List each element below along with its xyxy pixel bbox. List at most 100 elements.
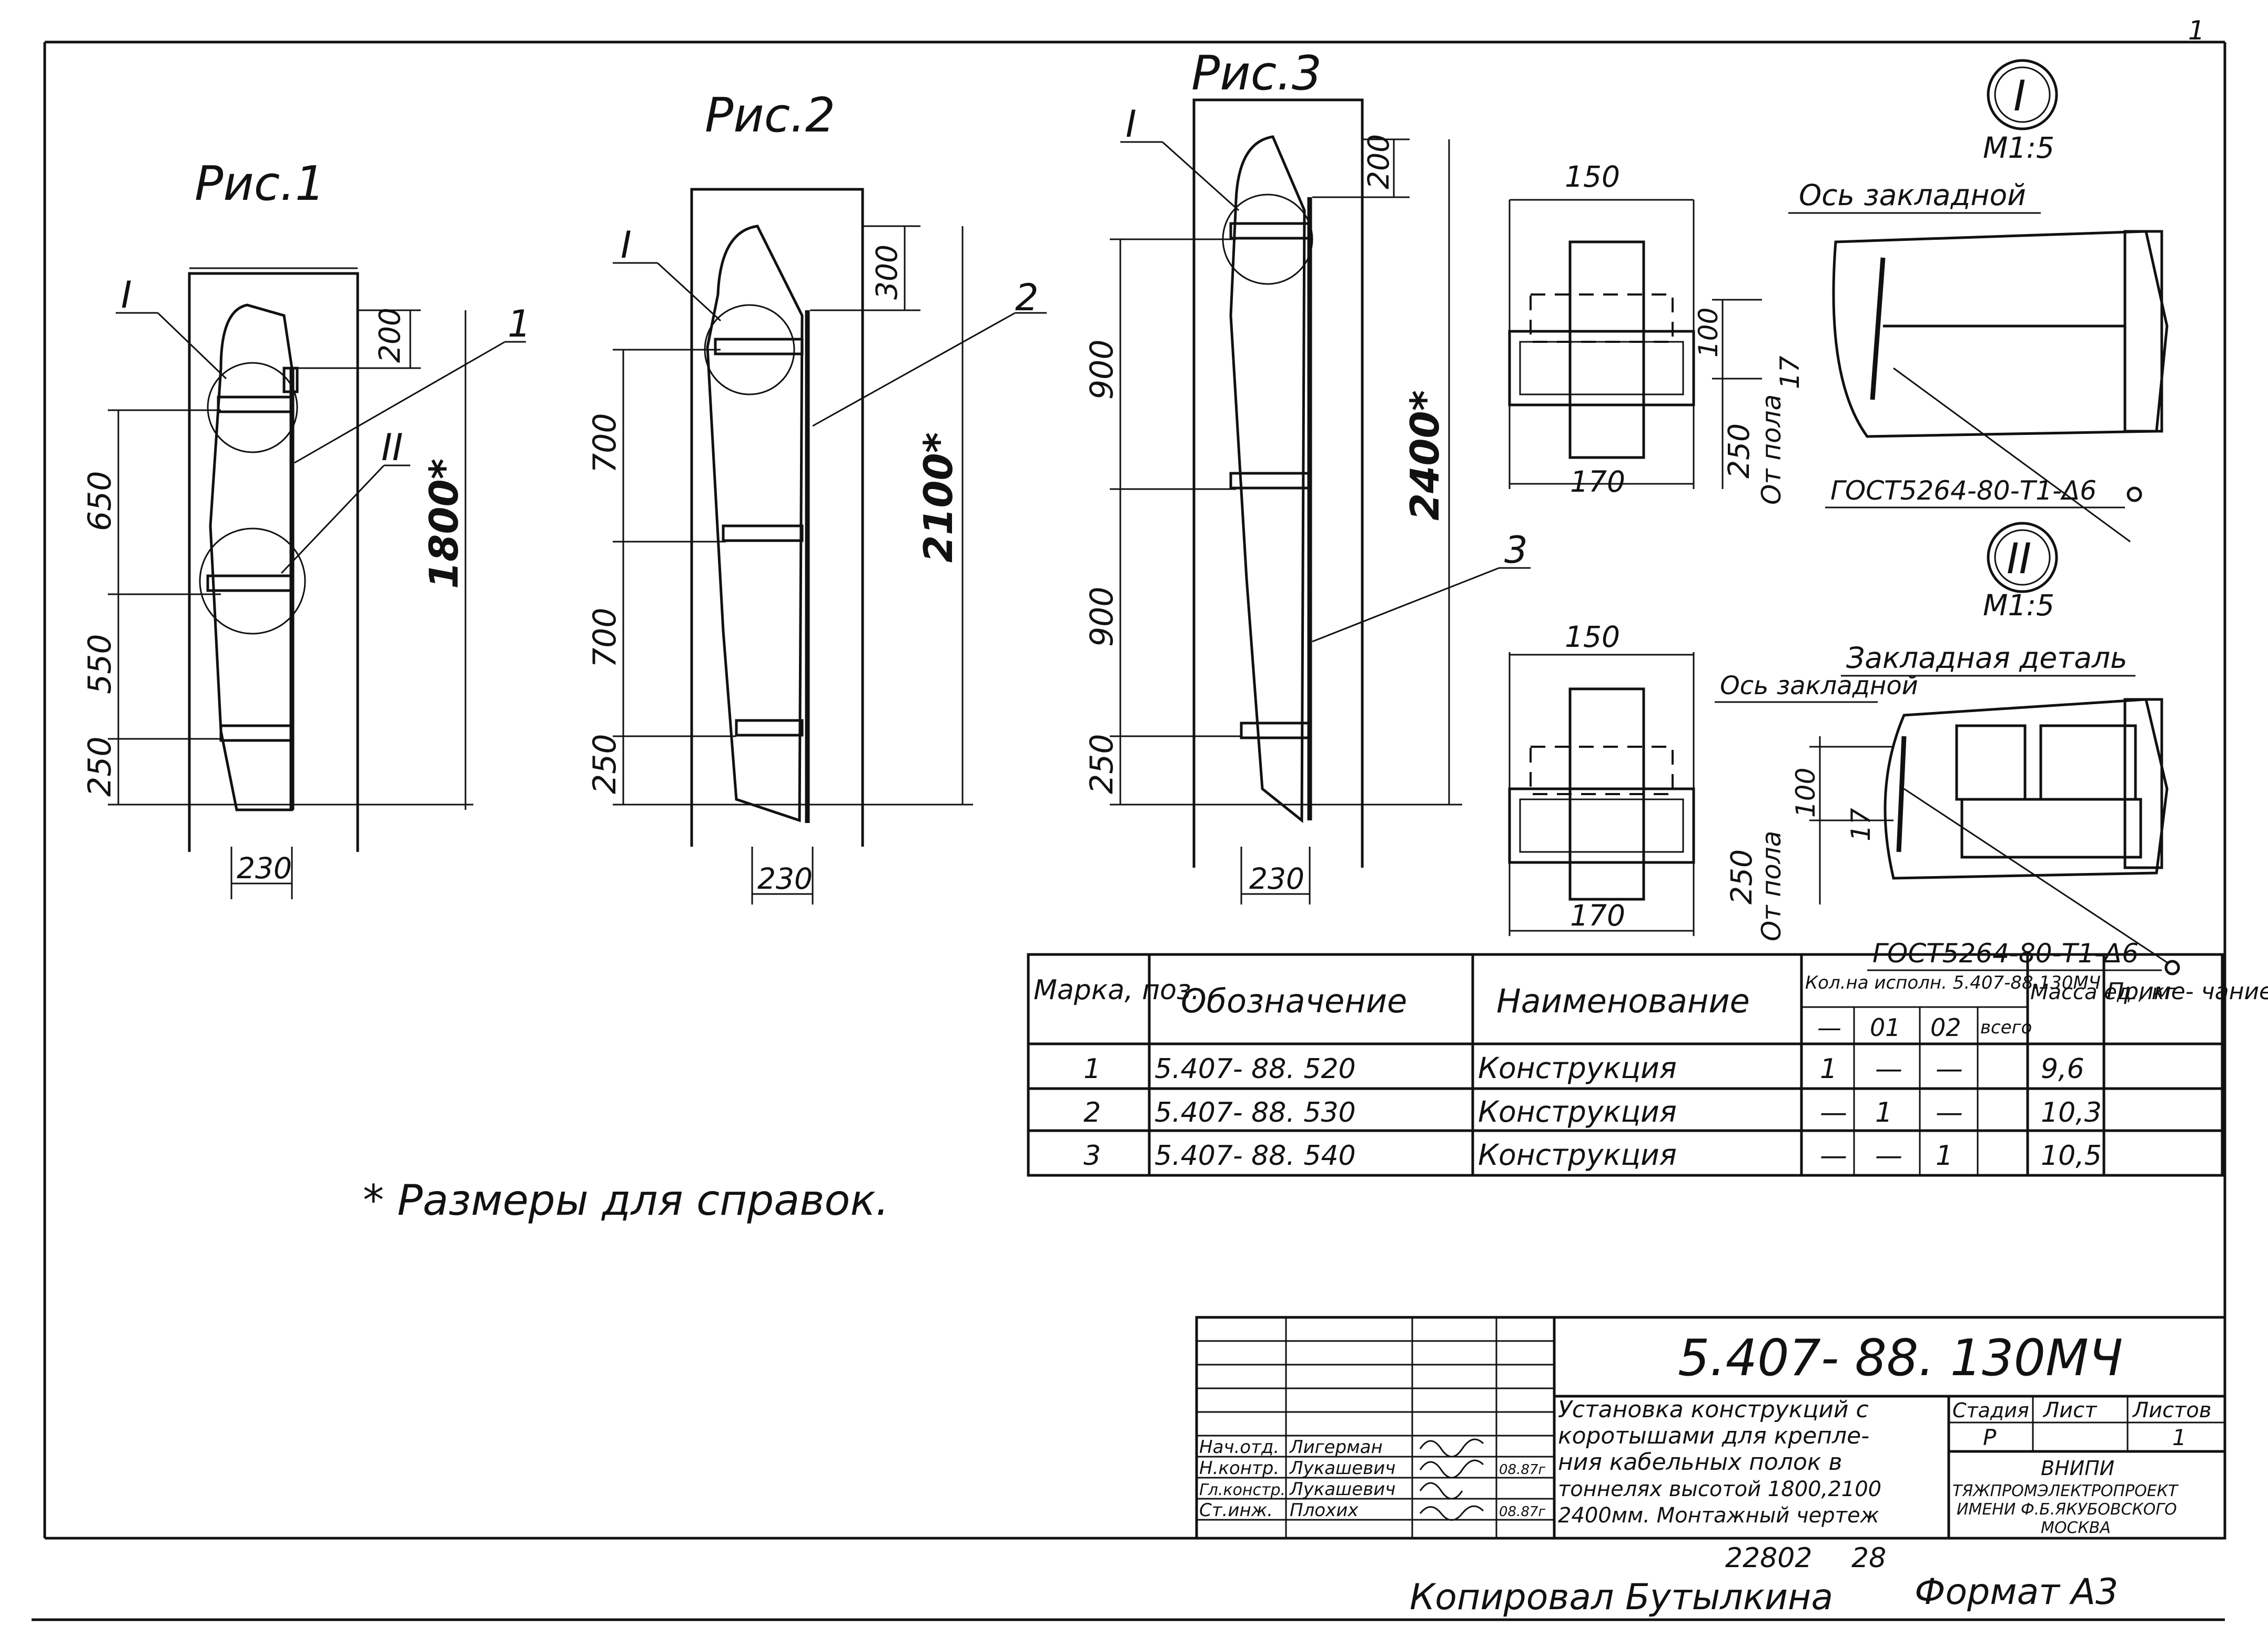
spec-header-qty: Кол.на исполн. 5.407-88.130МЧ <box>1805 972 2101 993</box>
detail-I-dim-100: 100 <box>1693 308 1724 358</box>
signer-row-3: Гл.констр. Лукашевич <box>1199 1479 1395 1500</box>
fig2-dim-250: 250 <box>586 734 623 794</box>
signer-name: Лигерман <box>1289 1437 1383 1458</box>
fig1-dim-230: 230 <box>237 851 292 885</box>
fig2-height-dim: 2100* <box>915 432 961 563</box>
fig3-dim-200: 200 <box>1362 134 1395 189</box>
title-desc-line4: тоннелях высотой 1800,2100 <box>1558 1477 1881 1501</box>
detail-II-dim-100: 100 <box>1790 768 1821 818</box>
spec-row-q1: — <box>1875 1053 1902 1085</box>
detail-I-mark: I <box>2013 72 2026 120</box>
fig3-height-dim: 2400* <box>1402 390 1448 521</box>
signer-name: Лукашевич <box>1289 1479 1395 1500</box>
fig3-callout-I: I <box>1126 103 1137 146</box>
spec-row-mass: 10,3 <box>2041 1097 2102 1129</box>
spec-row-mark: 2 <box>1084 1097 1101 1129</box>
title-block: 5.407- 88. 130МЧ Установка конструкций с… <box>1195 1316 2226 1540</box>
signer-row-2: Н.контр. Лукашевич 08.87г <box>1199 1458 1545 1479</box>
spec-header-qty-col3: всего <box>1980 1017 2032 1038</box>
spec-row-3: 3 5.407- 88. 540 Конструкция — — 1 10,5 <box>1084 1138 2102 1172</box>
spec-row-mark: 3 <box>1084 1140 1101 1172</box>
fig2-dim-300: 300 <box>870 245 904 300</box>
detail-I-axis-label: Ось закладной <box>1799 178 2026 212</box>
detail-II-floor-dim: 250 <box>1725 849 1758 905</box>
spec-header-qty-col0: — <box>1817 1013 1841 1042</box>
detail-I-dim-170: 170 <box>1570 465 1625 499</box>
spec-row-designation: 5.407- 88. 520 <box>1155 1053 1356 1085</box>
spec-header-designation: Обозначение <box>1181 982 1407 1020</box>
fig1-height-dim: 1800* <box>421 459 467 589</box>
footnote: * Размеры для справок. <box>363 1176 889 1225</box>
spec-table: Марка, поз. Обозначение Наименование Кол… <box>1027 953 2268 1177</box>
inv-number-2: 28 <box>1851 1542 1886 1574</box>
doc-code: 5.407- 88. 130МЧ <box>1678 1329 2123 1387</box>
detail-II-mark: II <box>2007 534 2031 583</box>
title-desc-line3: ния кабельных полок в <box>1558 1449 1842 1476</box>
spec-header-note: Приме- чание <box>2107 978 2268 1005</box>
org-line1: ВНИПИ <box>2041 1457 2114 1480</box>
title-desc-line5: 2400мм. Монтажный чертеж <box>1558 1503 1879 1528</box>
fig2-dim-700b: 700 <box>586 607 623 668</box>
spec-row-q0: 1 <box>1820 1053 1837 1085</box>
signature-scribble <box>1419 1438 1484 1458</box>
detail-I-dim-17: 17 <box>1775 355 1805 389</box>
signature-scribble <box>1419 1482 1463 1500</box>
detail-I: I М1:5 150 170 100 17 250 От пола Ось за… <box>1508 59 2169 543</box>
fig3-dim-250: 250 <box>1084 734 1120 794</box>
detail-I-floor-dim: 250 <box>1722 423 1756 479</box>
figure-3-title: Рис.3 <box>1191 46 1322 101</box>
signer-date: 08.87г <box>1499 1462 1545 1478</box>
spec-row-designation: 5.407- 88. 530 <box>1155 1097 1356 1129</box>
fig1-dim-550: 550 <box>82 634 118 694</box>
fig2-dim-700a: 700 <box>586 413 623 473</box>
spec-header-qty-col2: 02 <box>1930 1013 1961 1042</box>
signer-date: 08.87г <box>1499 1504 1545 1520</box>
spec-row-q0: — <box>1820 1140 1847 1172</box>
spec-row-name: Конструкция <box>1478 1138 1677 1172</box>
org-line3: ИМЕНИ Ф.Б.ЯКУБОВСКОГО <box>1957 1500 2177 1519</box>
signature-scribble <box>1419 1459 1484 1479</box>
spec-row-1: 1 5.407- 88. 520 Конструкция 1 — — 9,6 <box>1084 1051 2084 1085</box>
figure-2: Рис.2 I 2 300 700 700 250 230 2100* <box>586 88 1047 905</box>
detail-II-embedded-label: Закладная деталь <box>1846 641 2127 675</box>
figure-1: Рис.1 I II 1 <box>82 156 531 899</box>
title-desc-line1: Установка конструкций с <box>1558 1396 1869 1423</box>
fig2-callout-2: 2 <box>1015 276 1039 319</box>
signer-role: Ст.инж. <box>1199 1500 1273 1521</box>
spec-row-name: Конструкция <box>1478 1051 1677 1085</box>
copied-by: Копировал Бутылкина <box>1410 1577 1833 1618</box>
format-label: Формат А3 <box>1915 1571 2118 1613</box>
signer-role: Н.контр. <box>1199 1458 1279 1479</box>
signer-row-1: Нач.отд. Лигерман <box>1199 1437 1383 1458</box>
fig1-callout-1: 1 <box>508 302 531 346</box>
spec-row-q2: 1 <box>1936 1140 1953 1172</box>
stage-value: Р <box>1983 1425 1997 1450</box>
inv-number: 22802 <box>1725 1542 1812 1574</box>
detail-I-dim-150: 150 <box>1565 160 1620 194</box>
detail-II: II М1:5 150 170 Ось закладной Закладная … <box>1508 522 2180 976</box>
spec-row-mark: 1 <box>1084 1053 1101 1085</box>
signer-role: Нач.отд. <box>1199 1437 1279 1458</box>
figure-2-title: Рис.2 <box>705 88 835 143</box>
fig3-dim-900a: 900 <box>1084 339 1120 400</box>
spec-row-q1: — <box>1875 1140 1902 1172</box>
fig3-dim-900b: 900 <box>1084 586 1120 647</box>
spec-row-q2: — <box>1936 1053 1963 1085</box>
fig1-callout-II: II <box>381 426 403 469</box>
fig1-dim-250: 250 <box>82 736 118 797</box>
figure-3: Рис.3 I 3 200 900 900 250 230 2400* <box>1084 46 1531 905</box>
fig2-callout-I: I <box>621 223 632 267</box>
detail-II-dim-170: 170 <box>1570 899 1625 932</box>
spec-header-qty-col1: 01 <box>1870 1013 1901 1042</box>
spec-row-q0: — <box>1820 1097 1847 1129</box>
fig3-callout-3: 3 <box>1504 529 1528 572</box>
title-desc-line2: коротышами для крепле- <box>1558 1423 1869 1449</box>
spec-header-mark: Марка, поз. <box>1034 974 1200 1006</box>
detail-II-scale: М1:5 <box>1983 588 2054 622</box>
detail-I-weld: ГОСТ5264-80-Т1-Δ6 <box>1830 475 2097 506</box>
detail-II-dim-150: 150 <box>1565 620 1620 654</box>
spec-row-q1: 1 <box>1875 1097 1892 1129</box>
fig2-dim-230: 230 <box>757 862 813 896</box>
spec-row-mass: 10,5 <box>2041 1140 2102 1172</box>
